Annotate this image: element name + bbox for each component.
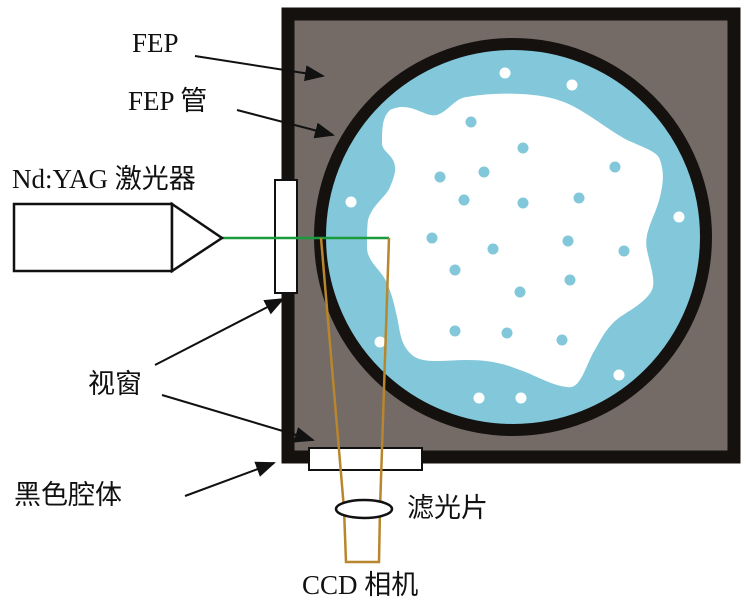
label-fep-tube: FEP 管 bbox=[128, 86, 208, 116]
blue-dot bbox=[487, 243, 499, 255]
optical-path-left bbox=[319, 237, 391, 564]
laser-device bbox=[12, 201, 225, 274]
bubble-dots bbox=[345, 67, 685, 404]
blue-dot bbox=[449, 264, 461, 276]
bottom-window bbox=[308, 447, 423, 471]
side-window bbox=[274, 179, 298, 294]
white-dot bbox=[566, 79, 578, 91]
blue-dot bbox=[618, 245, 630, 257]
white-dot bbox=[515, 392, 527, 404]
white-dot bbox=[613, 369, 625, 381]
blue-dot bbox=[517, 197, 529, 209]
filter-lens bbox=[334, 498, 394, 520]
blue-dot bbox=[449, 325, 461, 337]
white-dot bbox=[374, 336, 386, 348]
blue-dot bbox=[501, 327, 513, 339]
blue-dot bbox=[465, 116, 477, 128]
blue-dot bbox=[564, 274, 576, 286]
blue-dot bbox=[458, 194, 470, 206]
label-fep: FEP bbox=[132, 28, 179, 58]
blue-dot bbox=[478, 166, 490, 178]
label-window: 视窗 bbox=[88, 369, 142, 399]
blue-dot bbox=[573, 192, 585, 204]
ice-region bbox=[367, 93, 663, 388]
blue-dot bbox=[562, 235, 574, 247]
blue-dot bbox=[517, 142, 529, 154]
blue-dot bbox=[609, 161, 621, 173]
white-dot bbox=[345, 196, 357, 208]
blue-dot bbox=[426, 232, 438, 244]
blue-dot bbox=[434, 171, 446, 183]
white-dot bbox=[673, 211, 685, 223]
label-laser: Nd:YAG 激光器 bbox=[12, 164, 196, 194]
pointer-arrows bbox=[154, 55, 335, 497]
white-dot bbox=[473, 392, 485, 404]
label-filter: 滤光片 bbox=[407, 493, 488, 523]
blue-dot bbox=[514, 286, 526, 298]
white-dot bbox=[499, 67, 511, 79]
blue-dot bbox=[556, 334, 568, 346]
label-black-cavity: 黑色腔体 bbox=[14, 480, 122, 510]
label-ccd-camera: CCD 相机 bbox=[302, 570, 419, 600]
